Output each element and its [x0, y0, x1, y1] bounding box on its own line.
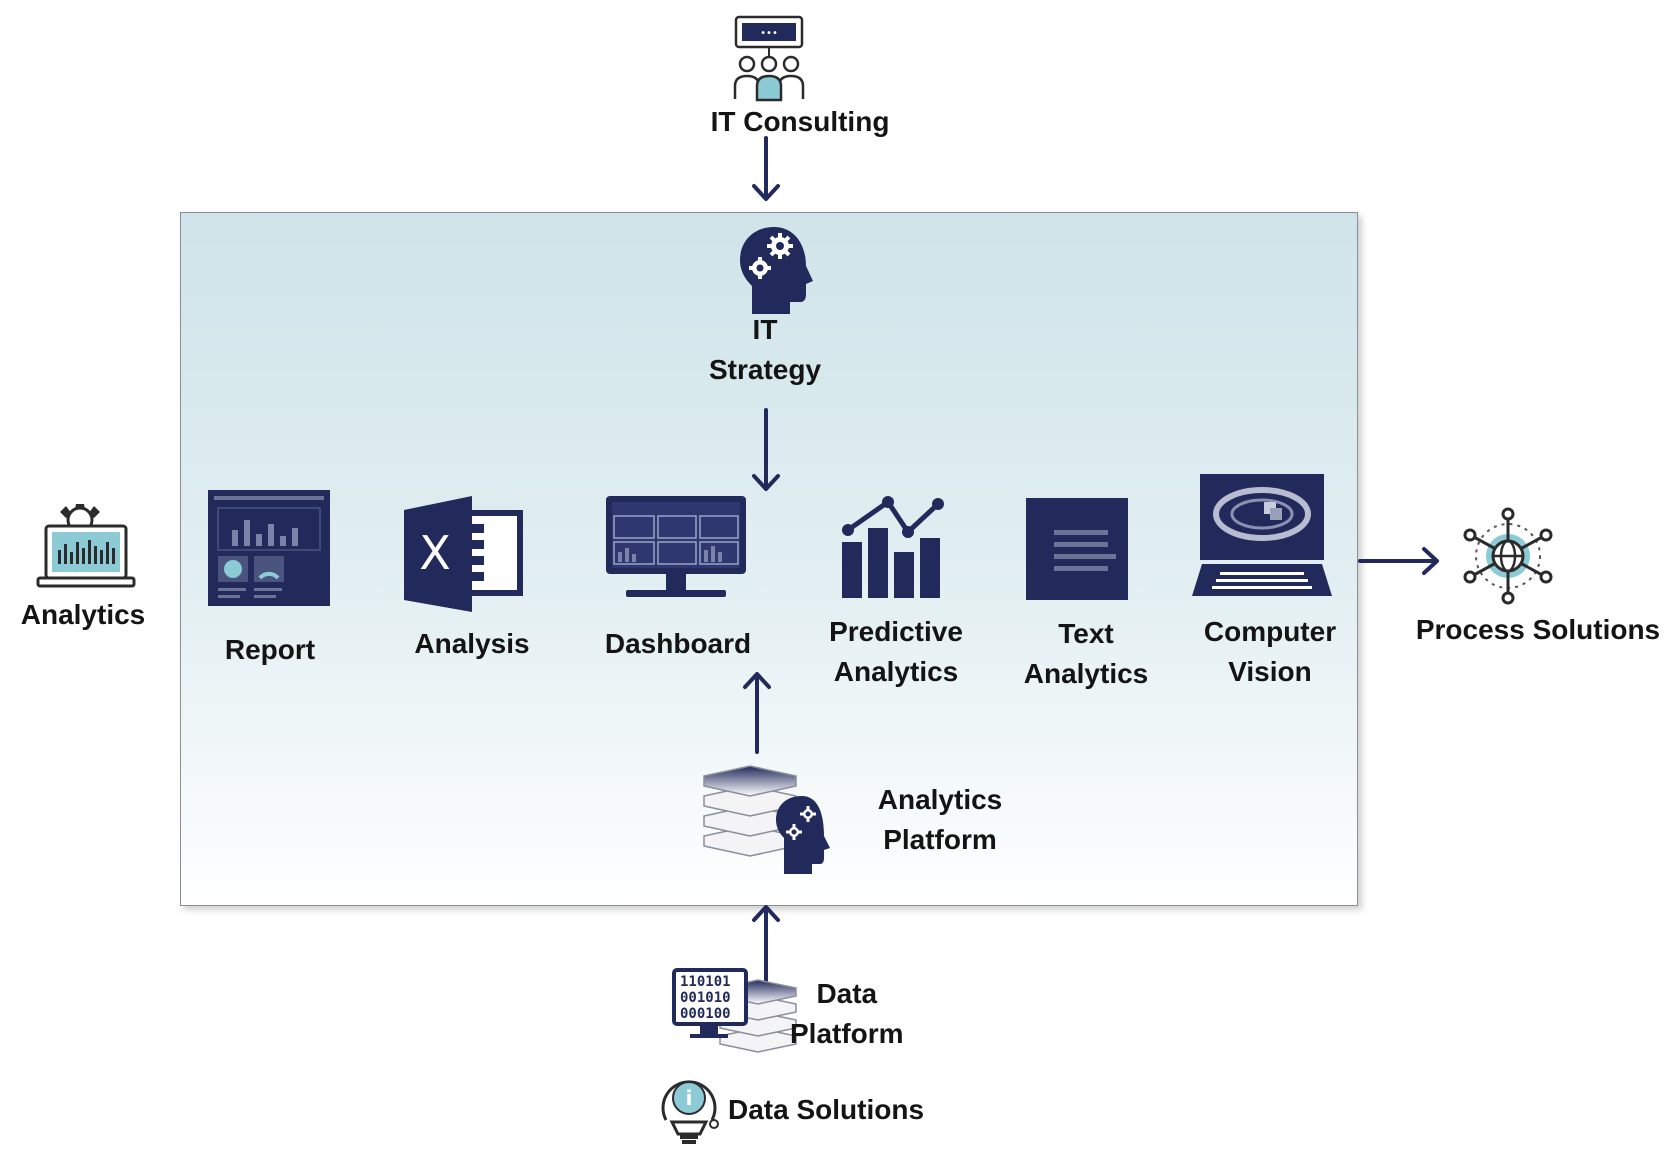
presentation-team-icon: •••: [733, 15, 805, 102]
arrow-strategy-to-dashboard: [752, 408, 780, 491]
bar-line-chart-icon: [842, 496, 944, 598]
svg-text:i: i: [686, 1086, 693, 1110]
svg-text:X: X: [419, 526, 451, 580]
svg-text:•••: •••: [760, 28, 778, 39]
computer-vision-icon: [1192, 474, 1332, 596]
analysis-label: Analysis: [414, 628, 530, 659]
arrow-data-to-panel: [752, 905, 780, 987]
analytics-label: Analytics: [20, 599, 146, 630]
laptop-analytics-icon: [36, 504, 136, 588]
arrow-platform-to-dashboard: [743, 672, 771, 754]
dashboard-label: Dashboard: [604, 628, 752, 659]
dashboard-monitor-icon: [606, 496, 746, 597]
brain-gears-icon: [740, 227, 813, 314]
svg-text:110101: 110101: [680, 974, 731, 990]
svg-text:001010: 001010: [680, 990, 731, 1006]
arrow-consulting-to-strategy: [752, 136, 780, 201]
excel-icon: X: [404, 496, 523, 612]
report-icon: [208, 490, 330, 606]
network-globe-icon: [1463, 507, 1553, 605]
svg-text:000100: 000100: [680, 1006, 731, 1022]
text-document-icon: [1026, 498, 1128, 600]
report-label: Report: [224, 634, 316, 665]
arrow-panel-to-process: [1358, 547, 1439, 575]
it-consulting-label: IT Consulting: [710, 106, 890, 137]
data-solutions-label: Data Solutions: [728, 1094, 925, 1125]
database-brain-icon: [703, 765, 830, 874]
lightbulb-info-icon: i: [661, 1080, 719, 1144]
process-solutions-label: Process Solutions: [1415, 614, 1661, 645]
